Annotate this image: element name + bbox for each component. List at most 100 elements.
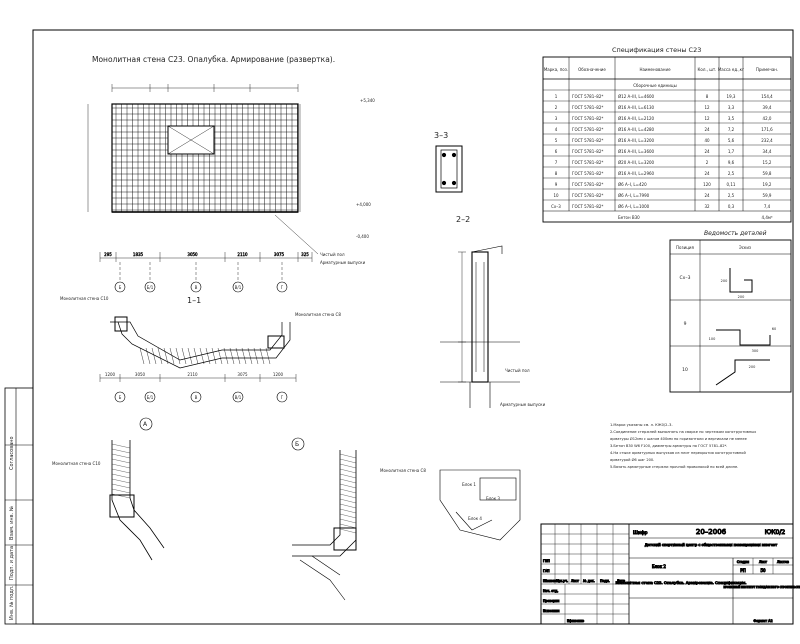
spec-cell-3-2: Ø16 А–III, L=4280 [618,127,655,132]
spec-cell-5-2: Ø16 А–III, L=3600 [618,149,655,154]
label-wall-c10-2: Монолитная стена С10 [52,461,101,466]
stamp-title: Монолитная стена С23. Опалубка. Армирова… [616,580,747,585]
block-3: Блок 3 [486,496,500,501]
dim-bottom-4: 3075 [274,252,285,257]
node-a-label: А [143,421,148,428]
stamp-sheet-h: Лист [759,560,767,564]
spec-cell-1-5: 39,4 [763,105,772,110]
spec-header-0: Марка, поз. [544,67,568,72]
axis-bubble [114,281,126,293]
label-wall-c10-1: Монолитная стена С10 [60,296,109,301]
section-3-3 [435,145,463,193]
dim-bottom-2: 3050 [187,252,198,257]
detail-dim-0: 200 [721,279,728,283]
note-1: 2.Соединение стержней выполнять на сварк… [610,430,757,434]
note-3: 3.Бетон В30 W6 F100, диаметры арматуры п… [610,444,727,448]
label-clean-floor-2: Чистый пол [505,368,530,373]
stamp-staff-name: Ефименко [567,619,584,623]
axis-label-lower-3: В/1 [235,395,242,400]
axis-bubble-lower [232,391,244,403]
spec-cell-10-4: 0,3 [728,204,735,209]
detail-dim-4: 100 [709,337,716,341]
spec-cell-7-1: ГОСТ 5781–82* [572,171,603,176]
spec-cell-3-5: 171,6 [761,127,773,132]
block-1: Блок 1 [462,482,476,487]
spec-cell-2-4: 3,5 [728,116,735,121]
axis-bubble [276,281,288,293]
axis-label-lower-0: Б [119,395,122,400]
section-2-2 [440,245,520,408]
note-6: 5.Вязать арматурные стержни прочной пров… [610,465,738,469]
spec-cell-2-0: 3 [555,116,558,121]
spec-cell-2-5: 42,0 [763,116,772,121]
stamp-shifr: Шифр [633,530,648,536]
label-wall-c8-1: Монолитная стена С8 [295,312,341,317]
detail-dim-2: 60 [772,327,776,331]
axis-bubble-lower [190,391,202,403]
spec-cell-4-1: ГОСТ 5781–82* [572,138,603,143]
axis-bubble-lower [144,391,156,403]
node-b-label: Б [295,441,299,448]
stamp-sheet: 50 [760,568,766,573]
details-header-1: Эскиз [739,245,751,250]
dim-section-2: 2110 [187,372,198,377]
details-header-0: Позиция [676,245,695,250]
stamp-role-5: Дата [617,579,625,583]
dim-section-0: 1200 [105,372,116,377]
stamp-staff-0: ГИП [543,559,550,563]
spec-cell-1-0: 2 [555,105,558,110]
dim-section-3: 3075 [237,372,248,377]
spec-cell-6-1: ГОСТ 5781–82* [572,160,603,165]
side-label-sign: Подп. и дата [9,546,15,580]
spec-cell-3-1: ГОСТ 5781–82* [572,127,603,132]
spec-cell-7-4: 2,5 [728,171,735,176]
plan-section-1 [110,316,291,369]
axis-label-lower-2: В [195,395,198,400]
stamp-stage-h: Стадия [737,560,749,564]
stamp-stage: РП [740,568,745,573]
spec-concrete: Бетон В30 [618,215,640,220]
stamp-role-1: Кол.уч. [556,579,568,583]
spec-cell-3-4: 7,2 [728,127,735,132]
axis-bubble-lower [114,391,126,403]
spec-cell-9-1: ГОСТ 5781–82* [572,193,603,198]
stamp-sheets-h: Листов [777,560,789,564]
spec-cell-1-4: 3,3 [728,105,735,110]
stamp-object: Детский спортивный центр с общественными… [645,543,777,547]
spec-cell-8-5: 19,2 [763,182,772,187]
dim-section-1: 3050 [135,372,146,377]
spec-cell-2-1: ГОСТ 5781–82* [572,116,603,121]
spec-cell-9-3: 24 [704,193,710,198]
spec-cell-0-2: Ø12 А–III, L=4600 [618,94,655,99]
wall-elevation [111,103,299,213]
axis-bubble [190,281,202,293]
elev-mid: +4,000 [356,202,371,207]
spec-cell-7-2: Ø16 А–III, L=2960 [618,171,655,176]
dim-bottom-1: 1835 [133,252,144,257]
spec-header-2: Наименование [639,67,671,72]
axis-label-1: Б/1 [147,285,154,290]
spec-cell-5-0: 6 [555,149,558,154]
details-pos-1: 9 [684,321,687,327]
stamp-role-2: Лист [571,579,579,583]
side-strip [4,387,34,625]
elev-low: -0,400 [356,234,369,239]
spec-cell-8-1: ГОСТ 5781–82* [572,182,603,187]
spec-cell-10-1: ГОСТ 5781–82* [572,204,603,209]
spec-cell-10-3: 32 [704,204,710,209]
spec-cell-5-4: 1,7 [728,149,735,154]
spec-cell-3-3: 24 [704,127,710,132]
stamp-role-0: Изм. [544,579,552,583]
side-label-inv: Инв. № подл. [9,585,15,620]
spec-cell-2-3: 12 [704,116,710,121]
spec-cell-8-4: 0,11 [727,182,736,187]
spec-header-5: Примечан. [756,67,778,72]
axis-bubble [232,281,244,293]
spec-title: Спецификация стены С23 [612,46,701,54]
note-5: арматурой Ø6 шаг 200. [610,457,654,462]
spec-cell-6-0: 7 [555,160,558,165]
detail-dim-3: 300 [752,349,759,353]
